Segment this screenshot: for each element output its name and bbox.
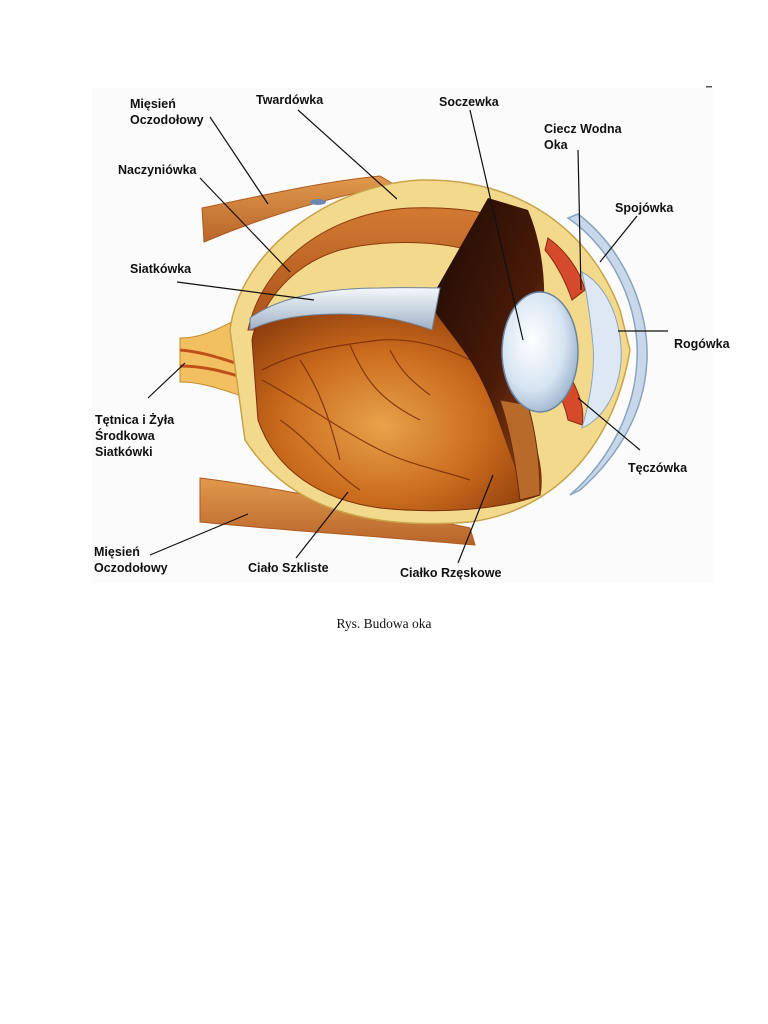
label-ciecz-2: Oka bbox=[544, 138, 569, 152]
eye-anatomy-diagram: Mięsień Oczodołowy Twardówka Soczewka Ci… bbox=[94, 86, 731, 580]
iris-upper bbox=[544, 237, 586, 301]
label-cialko-rzeskowe: Ciałko Rzęskowe bbox=[400, 566, 501, 580]
corner-mark bbox=[706, 86, 712, 88]
pointer-lines bbox=[147, 109, 668, 564]
cornea bbox=[566, 213, 648, 496]
ciliary-body bbox=[499, 399, 541, 501]
label-miesien-bottom-1: Mięsień bbox=[94, 545, 140, 559]
figure-caption: Rys. Budowa oka bbox=[336, 616, 432, 631]
label-teczowka: Tęczówka bbox=[628, 461, 688, 475]
lower-orbital-muscle bbox=[199, 477, 476, 546]
label-cialo-szkliste: Ciało Szkliste bbox=[248, 561, 329, 575]
label-tetnica-2: Środkowa bbox=[95, 428, 156, 443]
label-twardowka: Twardówka bbox=[256, 93, 324, 107]
lens bbox=[501, 291, 579, 413]
label-miesien-top-2: Oczodołowy bbox=[130, 113, 204, 127]
retinal-vessels bbox=[261, 339, 471, 491]
label-spojowka: Spojówka bbox=[615, 201, 674, 215]
label-ciecz-1: Ciecz Wodna bbox=[544, 122, 623, 136]
anterior-chamber bbox=[581, 271, 622, 429]
muscle-attachment bbox=[310, 199, 326, 205]
label-miesien-bottom-2: Oczodołowy bbox=[94, 561, 168, 575]
label-tetnica-1: Tętnica i Żyła bbox=[95, 412, 175, 427]
label-tetnica-3: Siatkówki bbox=[95, 445, 153, 459]
label-rogowka: Rogówka bbox=[674, 337, 731, 351]
label-naczyniowka: Naczyniówka bbox=[118, 163, 198, 177]
label-miesien-top-1: Mięsień bbox=[130, 97, 176, 111]
label-siatkowka: Siatkówka bbox=[130, 262, 192, 276]
label-soczewka: Soczewka bbox=[439, 95, 500, 109]
labels: Mięsień Oczodołowy Twardówka Soczewka Ci… bbox=[94, 93, 731, 580]
